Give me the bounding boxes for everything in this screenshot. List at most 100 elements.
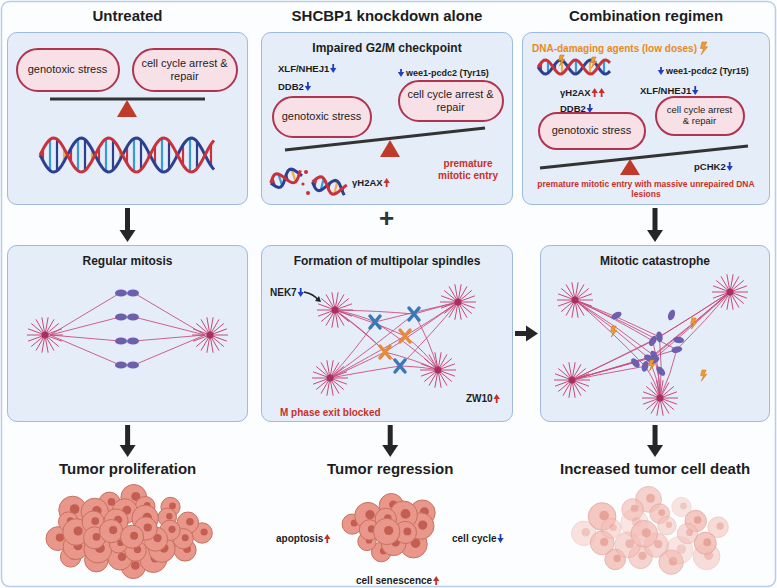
- pill-text: cell cycle arrest & repair: [140, 57, 230, 82]
- cell-nucleus: [614, 555, 621, 562]
- spindle-fiber: [335, 310, 414, 314]
- state-pill: cell cycle arrest & repair: [655, 96, 745, 136]
- arrow-head: [120, 445, 136, 457]
- panel-fill: [540, 245, 770, 422]
- label-holder: premature mitotic entry with massive unr…: [530, 180, 762, 201]
- cell-nucleus: [166, 513, 172, 519]
- chromosome: [115, 361, 127, 368]
- flow-arrow: [382, 425, 398, 457]
- arrow-head: [330, 68, 336, 73]
- annotation-label: pCHK2: [694, 161, 726, 172]
- centrosome: [435, 367, 442, 374]
- annotation-label: premature mitotic entry with massive unr…: [530, 180, 762, 200]
- cell-nucleus: [610, 524, 617, 531]
- label-holder: XLF/NHEJ1: [640, 80, 691, 98]
- annotation-label: cell cycle: [452, 533, 496, 544]
- cell-nucleus: [600, 538, 608, 546]
- chromosome: [395, 360, 405, 372]
- label-holder: premature mitotic entry: [428, 158, 508, 183]
- dna-strand: [311, 175, 347, 197]
- dna-rung: [168, 141, 170, 169]
- spindle-fiber: [50, 335, 120, 341]
- chromosome-fragment: [641, 360, 650, 372]
- dna-rung: [575, 60, 577, 74]
- dna-rung: [196, 142, 198, 169]
- chromosome-fragment: [673, 336, 685, 344]
- tumor-cells: [572, 486, 729, 574]
- chromosome: [380, 346, 390, 358]
- regulation-arrow: [330, 64, 336, 73]
- arrow-head: [497, 538, 503, 543]
- spindle-fiber: [575, 300, 645, 366]
- dna-strand: [269, 166, 304, 189]
- chromosome-fragment: [667, 309, 677, 322]
- cell-nucleus: [418, 521, 427, 530]
- label-holder: M phase exit blocked: [280, 402, 381, 420]
- tumor-cell: [631, 521, 658, 548]
- annotation-label: +: [379, 203, 394, 233]
- cell-nucleus: [582, 528, 591, 537]
- spindle-fiber: [654, 292, 730, 356]
- tumor-cell: [658, 517, 676, 535]
- chromosome: [127, 289, 139, 296]
- spindle-fiber: [335, 310, 385, 352]
- spindle-pole: [420, 352, 456, 387]
- lightning-symbol: [611, 326, 617, 337]
- dna-helix: [269, 166, 304, 189]
- column-heading: Untreated: [92, 7, 162, 24]
- pointer-arrow: [304, 292, 318, 300]
- arrow-head: [120, 230, 136, 242]
- spindle-fiber: [50, 335, 120, 365]
- panel-fill: [7, 245, 248, 422]
- dna-rung: [105, 139, 107, 171]
- panel-box: Regular mitosis: [7, 245, 248, 422]
- regulation-arrow: [433, 576, 439, 585]
- chromosome: [409, 308, 419, 320]
- arrow-shaft: [125, 425, 130, 447]
- tumor-cell: [100, 520, 123, 543]
- text-holder: Combination regimen: [523, 7, 769, 25]
- spindle-fiber: [50, 293, 120, 335]
- regulation-arrow: [398, 69, 404, 77]
- spindle-fiber: [575, 300, 654, 356]
- arrow-head: [647, 230, 663, 242]
- spindle-fiber: [659, 292, 730, 337]
- chromosome: [370, 316, 380, 328]
- annotation-label: ZW10: [466, 393, 493, 404]
- spindle-fiber: [375, 322, 438, 370]
- dna-rung: [56, 139, 58, 171]
- dna-rung: [84, 140, 86, 171]
- cell-nucleus: [130, 532, 138, 540]
- dna-rung: [140, 140, 142, 169]
- spindle-fiber: [335, 310, 405, 336]
- spindle-fiber: [572, 337, 659, 380]
- arrow-shaft: [653, 425, 658, 447]
- label-holder: DDB2: [278, 76, 304, 94]
- centrosome: [455, 299, 462, 306]
- text-holder: DNA-damaging agents (low doses): [532, 38, 697, 56]
- cell-nucleus: [144, 523, 152, 531]
- cell-nucleus: [182, 534, 189, 541]
- chromosome: [115, 337, 127, 344]
- chromosome-fragment: [610, 310, 623, 321]
- spindle-fiber: [375, 302, 458, 322]
- dna-fragment: [304, 170, 308, 174]
- lightning-symbol: [700, 42, 707, 55]
- dna-fragment: [306, 191, 310, 195]
- spindle-pole: [192, 317, 228, 352]
- arrow-head: [398, 72, 404, 77]
- dna-strand: [40, 138, 214, 172]
- regulation-arrow: [658, 67, 664, 75]
- flow-arrow: [120, 208, 136, 242]
- annotation-label: apoptosis: [276, 533, 323, 544]
- spindle-fiber: [134, 317, 205, 335]
- cell-nucleus: [694, 516, 702, 524]
- spindle-fiber: [405, 302, 458, 336]
- chromosome: [370, 316, 380, 328]
- dna-strand: [538, 60, 610, 74]
- tumor-cell: [677, 523, 697, 543]
- balance-fulcrum: [620, 159, 640, 175]
- text-holder: Regular mitosis: [8, 251, 247, 269]
- text-holder: SHCBP1 knockdown alone: [262, 7, 512, 25]
- centrosome: [327, 375, 334, 382]
